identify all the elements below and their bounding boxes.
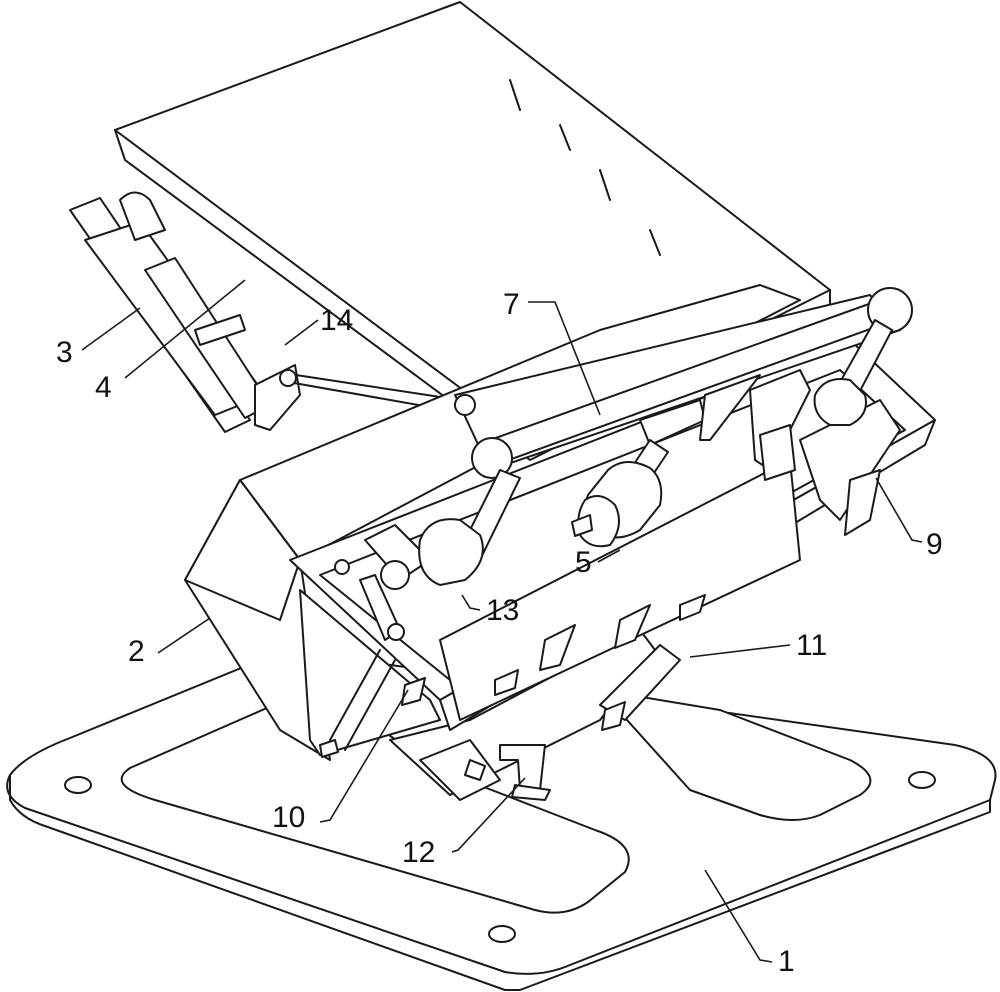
callout-5: 5 (575, 546, 592, 579)
cylinder (571, 439, 669, 548)
callout-9: 9 (926, 528, 943, 561)
handle-bar (418, 287, 913, 586)
base-plate (6, 649, 997, 991)
callout-3: 3 (56, 336, 73, 369)
support-frame (389, 629, 681, 801)
callout-13: 13 (486, 594, 520, 627)
callout-14: 14 (320, 304, 354, 337)
callout-7: 7 (503, 288, 520, 321)
leader-lines (81, 279, 923, 963)
callout-4: 4 (95, 371, 112, 404)
left-rail (69, 191, 461, 433)
callout-2: 2 (128, 635, 145, 668)
callout-12: 12 (402, 836, 436, 869)
callout-11: 11 (796, 629, 828, 662)
callout-10: 10 (272, 801, 306, 834)
callout-1: 1 (778, 945, 795, 978)
